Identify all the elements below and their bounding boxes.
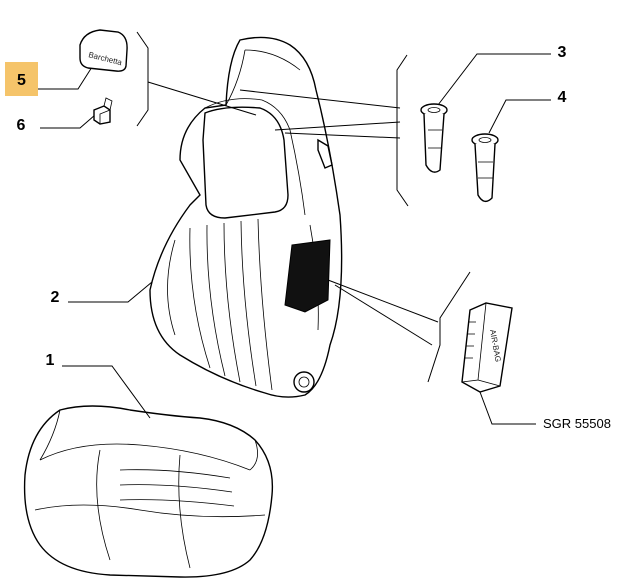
seat-cushion-part — [23, 405, 274, 578]
leader-5 — [38, 66, 93, 90]
bracket-left — [136, 31, 149, 127]
leader-reference — [479, 391, 536, 425]
bracket-right — [396, 54, 409, 207]
callout-5-highlight[interactable] — [5, 62, 38, 96]
headrest-guide-part-3 — [420, 103, 448, 173]
backrest-part — [149, 36, 343, 398]
leader-airbag-a — [327, 279, 439, 323]
leader-headrest-b — [274, 121, 401, 131]
leader-headrest-a — [239, 89, 401, 109]
headrest-guide-part-4 — [471, 133, 499, 203]
leader-1 — [62, 365, 151, 419]
leader-airbag-b — [334, 284, 433, 346]
callout-6-label[interactable]: 6 — [17, 117, 26, 134]
leader-2 — [68, 281, 153, 303]
leader-3 — [437, 53, 551, 106]
leader-headrest-c — [284, 132, 401, 139]
leader-6 — [40, 114, 96, 129]
reference-code[interactable]: SGR 55508 — [543, 416, 611, 431]
airbag-module-part: AIR-BAG — [461, 302, 513, 393]
airbag-panel-dark — [284, 239, 331, 313]
callout-2-label[interactable]: 2 — [51, 289, 60, 306]
callout-1-label[interactable]: 1 — [46, 352, 55, 369]
callout-5-label: 5 — [17, 72, 26, 89]
callout-3-label[interactable]: 3 — [558, 44, 567, 61]
headrest-cap-part: Barchetta — [79, 29, 128, 72]
bracket-airbag — [427, 271, 471, 383]
leader-headrest-5 — [147, 81, 257, 116]
leader-4 — [488, 99, 551, 134]
callout-4-label[interactable]: 4 — [558, 89, 567, 106]
clip-part — [93, 97, 113, 125]
